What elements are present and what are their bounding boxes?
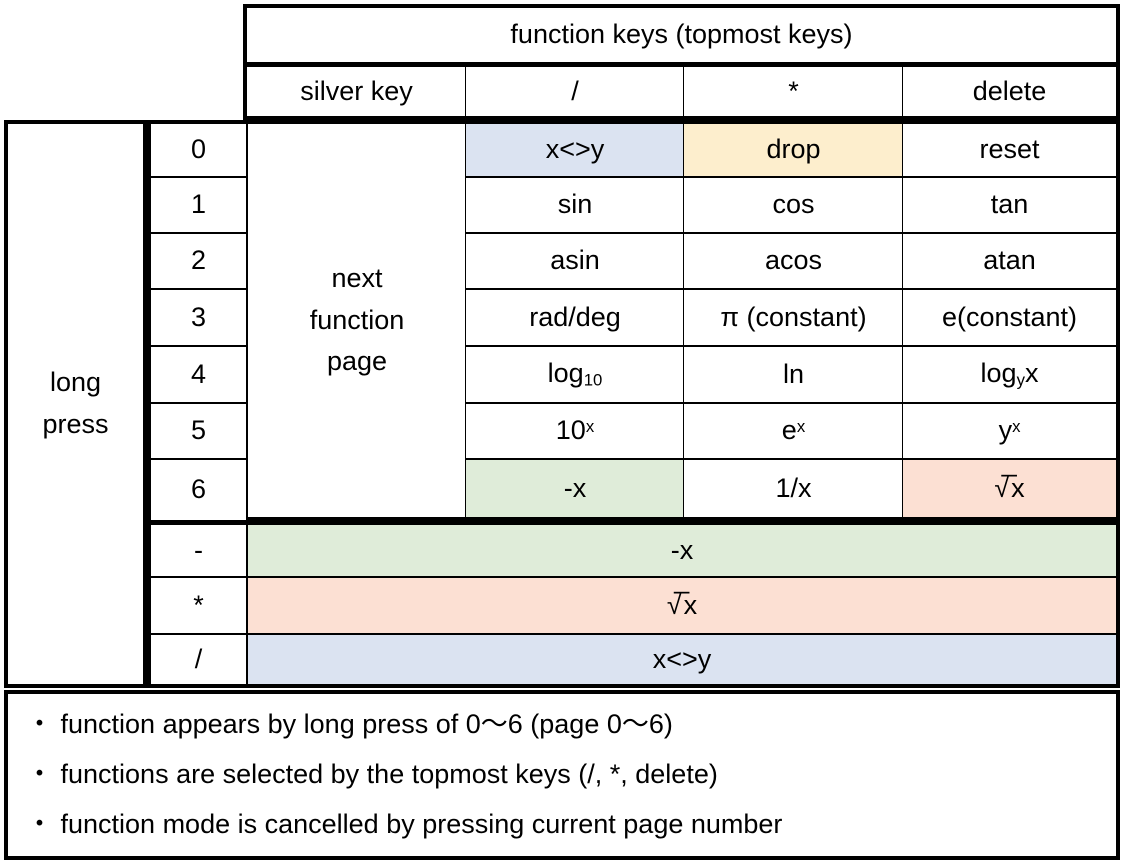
cell-page4-star[interactable]: ln xyxy=(683,346,904,403)
cell-page1-star[interactable]: cos xyxy=(683,177,904,233)
silver-key-line-1: next xyxy=(331,262,383,293)
silver-key-next-function-page[interactable]: next function page xyxy=(247,120,467,521)
cell-page5-star[interactable]: ex xyxy=(683,403,904,459)
cell-page3-star[interactable]: π (constant) xyxy=(683,289,904,346)
cell-page6-delete[interactable]: √̅x xyxy=(902,459,1120,521)
header-col-slash: / xyxy=(465,66,685,120)
header-col-star: * xyxy=(683,66,904,120)
silver-key-line-2: function xyxy=(309,304,405,335)
cell-page1-delete[interactable]: tan xyxy=(902,177,1120,233)
cell-page6-star[interactable]: 1/x xyxy=(683,459,904,521)
sqrt-argument: x xyxy=(1011,472,1025,503)
key-cell-6[interactable]: 6 xyxy=(147,459,247,521)
long-press-line-2: press xyxy=(42,409,109,439)
header-col-silver-key: silver key xyxy=(243,66,467,120)
log-base-10-label: log10 xyxy=(547,358,603,390)
sqrt-x-label: √̅x xyxy=(994,473,1024,505)
e-power-x-label: ex xyxy=(781,415,806,446)
key-cell-star[interactable]: * xyxy=(147,577,247,634)
key-cell-5[interactable]: 5 xyxy=(147,403,247,459)
key-cell-4[interactable]: 4 xyxy=(147,346,247,403)
cell-page2-delete[interactable]: atan xyxy=(902,233,1120,289)
ten-power-x-label: 10x xyxy=(555,415,595,446)
cell-page3-delete[interactable]: e(constant) xyxy=(902,289,1120,346)
cell-page5-delete[interactable]: yx xyxy=(902,403,1120,459)
note-item-1: ・ function appears by long press of 0〜6 … xyxy=(26,709,673,740)
span-row-negate[interactable]: -x xyxy=(247,521,1120,577)
cell-page0-star[interactable]: drop xyxy=(683,120,904,177)
long-press-label-cell: long press xyxy=(4,120,147,688)
cell-page2-star[interactable]: acos xyxy=(683,233,904,289)
y-power-x-label: yx xyxy=(998,415,1021,446)
cell-page6-slash[interactable]: -x xyxy=(465,459,685,521)
radical-icon: √̅ xyxy=(666,589,682,620)
key-cell-0[interactable]: 0 xyxy=(147,120,247,177)
key-cell-slash[interactable]: / xyxy=(147,634,247,688)
cell-page1-slash[interactable]: sin xyxy=(465,177,685,233)
long-press-line-1: long xyxy=(49,367,102,398)
span-row-swap[interactable]: x<>y xyxy=(247,634,1120,688)
cell-page0-delete[interactable]: reset xyxy=(902,120,1120,177)
cell-page0-slash[interactable]: x<>y xyxy=(465,120,685,177)
header-col-delete: delete xyxy=(902,66,1120,120)
key-cell-minus[interactable]: - xyxy=(147,521,247,577)
cell-page2-slash[interactable]: asin xyxy=(465,233,685,289)
header-title-cell: function keys (topmost keys) xyxy=(243,4,1120,66)
cell-page3-slash[interactable]: rad/deg xyxy=(465,289,685,346)
radical-icon: √̅ xyxy=(994,472,1010,503)
note-item-3: ・ function mode is cancelled by pressing… xyxy=(26,809,783,840)
key-cell-2[interactable]: 2 xyxy=(147,233,247,289)
silver-key-line-3: page xyxy=(326,346,388,377)
span-row-sqrt[interactable]: √̅x xyxy=(247,577,1120,634)
key-cell-3[interactable]: 3 xyxy=(147,289,247,346)
cell-page4-slash[interactable]: log10 xyxy=(465,346,685,403)
key-cell-1[interactable]: 1 xyxy=(147,177,247,233)
sqrt-argument: x xyxy=(683,589,698,620)
cell-page5-slash[interactable]: 10x xyxy=(465,403,685,459)
log-base-y-label: logyx xyxy=(980,358,1039,390)
note-item-2: ・ functions are selected by the topmost … xyxy=(26,759,718,790)
notes-panel: ・ function appears by long press of 0〜6 … xyxy=(4,690,1120,860)
sqrt-x-label-span: √̅x xyxy=(667,590,697,622)
cell-page4-delete[interactable]: logyx xyxy=(902,346,1120,403)
